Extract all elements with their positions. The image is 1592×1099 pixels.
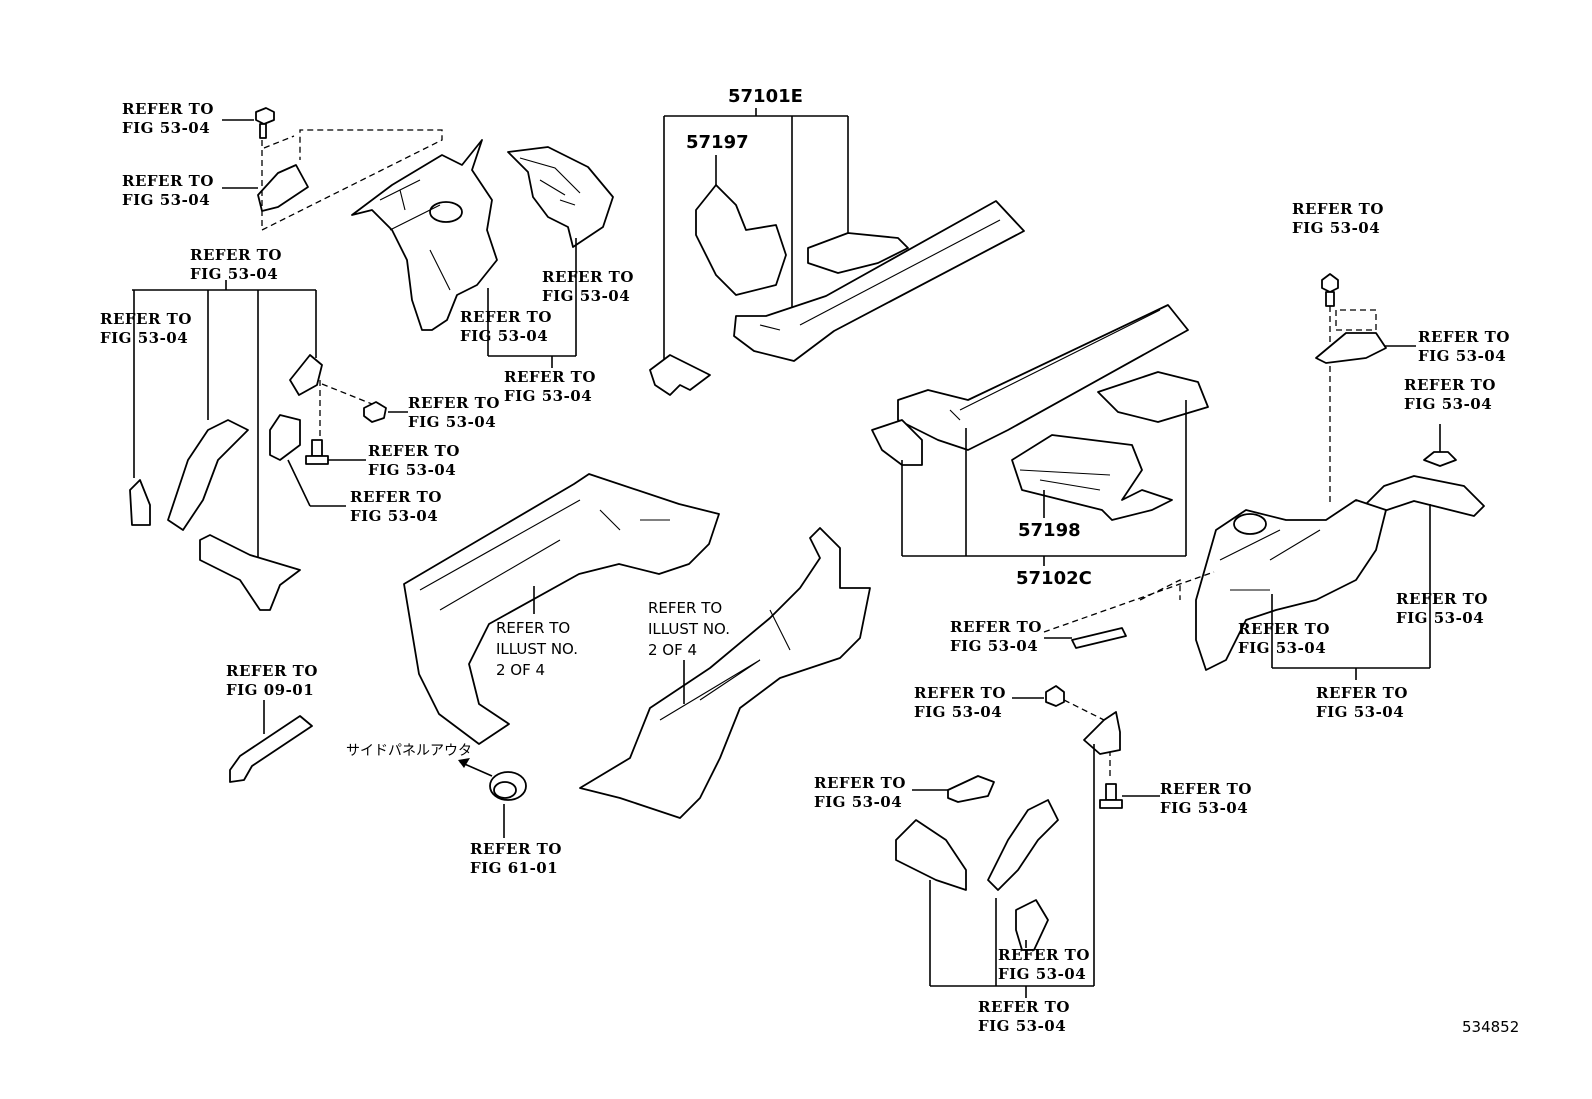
wheelhouse-arch [507,146,614,248]
bracket-part [257,164,309,212]
part-number-57197[interactable]: 57197 [686,132,749,153]
gusset-part [289,354,323,396]
bracket-lower-c [1015,899,1049,951]
side-member-left [403,473,720,745]
rocker-panel-57102C [897,304,1189,451]
side-member-right [579,527,871,819]
clip-lower-part [947,775,995,803]
pillar-lower-part [695,184,787,296]
bracket-small-part [129,479,151,526]
wheelhouse-right [1195,499,1387,671]
catalog-number: 534852 [1462,1018,1520,1036]
bracket-57102C-part [871,419,923,466]
bracket-lower-right [1083,711,1121,755]
bracket-low-part [649,354,711,396]
bolt-icon [363,401,387,423]
bolt-icon [1321,273,1339,307]
lower-bracket-part [199,534,301,611]
part-number-57102C[interactable]: 57102C [1016,568,1092,589]
stud-bolt-icon [305,439,329,465]
floor-bracket-right-part [1097,371,1209,423]
long-bolt-part [229,715,313,783]
part-number-57198[interactable]: 57198 [1018,520,1081,541]
bracket-right-top [1315,332,1387,364]
reinforcement-lower-a [895,819,967,891]
wheelhouse-panel [351,139,498,331]
reinforcement-lower-b [987,799,1059,891]
nut-icon [1423,424,1457,467]
part-number-57101E[interactable]: 57101E [728,86,803,107]
rod-part [1071,627,1127,649]
arrow-icon [458,758,470,768]
bolt-icon [255,107,275,139]
side-panel-outer-label: サイドパネルアウタ [346,743,472,759]
stud-bolt-icon [1099,783,1123,809]
clip-part [269,414,301,461]
pillar-57198-part [1011,434,1173,521]
floor-bracket-part [807,232,909,274]
pillar-reinforcement [167,419,249,531]
bolt-icon [1045,685,1065,707]
grommet-icon [489,771,527,801]
arch-reinforcement-right [1363,475,1485,517]
